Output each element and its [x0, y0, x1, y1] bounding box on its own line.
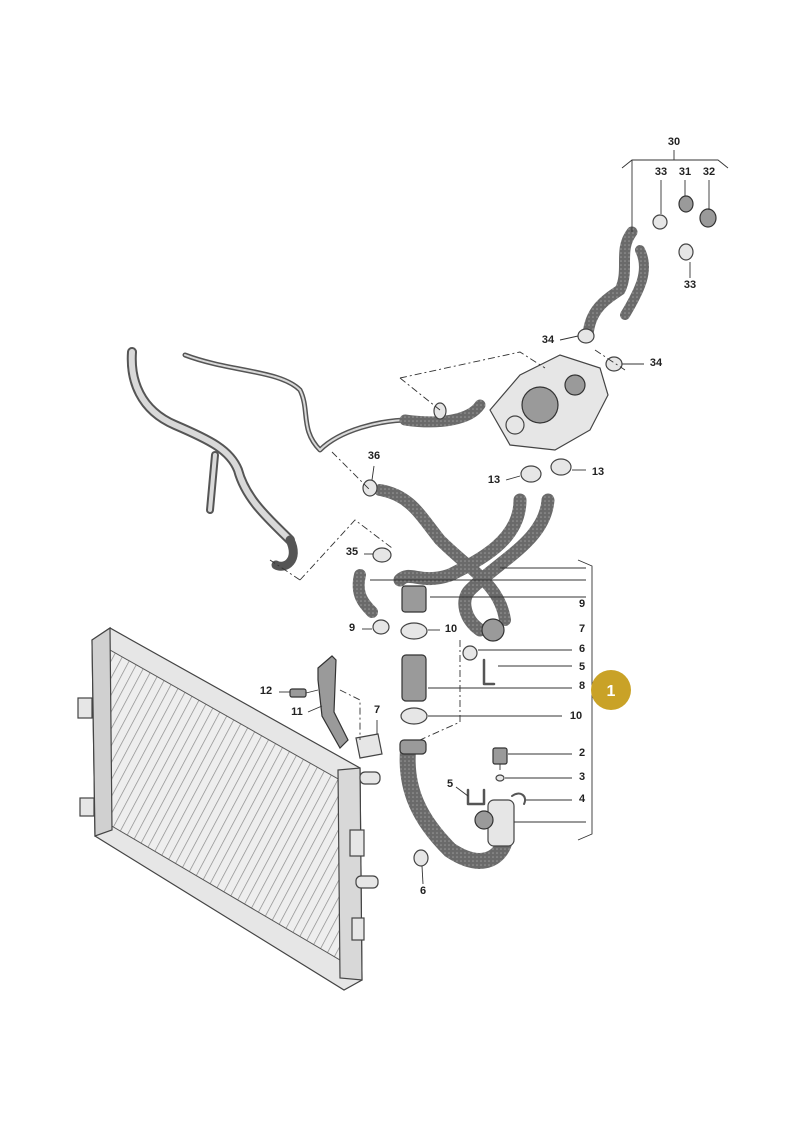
callout-c7a: 7 [374, 704, 380, 716]
callout-c30: 30 [668, 136, 680, 148]
callout-c9b: 9 [579, 598, 585, 610]
callout-c12: 12 [260, 685, 272, 697]
clip-part-7-left [355, 733, 383, 759]
central-connector-stack [399, 585, 428, 755]
radiator [77, 626, 381, 991]
part-number-badge: 1 [591, 670, 631, 710]
callout-c11: 11 [291, 706, 303, 718]
callout-c36: 36 [368, 450, 380, 462]
coolant-hoses [352, 226, 649, 869]
callout-c3: 3 [579, 771, 585, 783]
callout-c8: 8 [579, 680, 585, 692]
callout-c34b: 34 [650, 357, 663, 369]
callout-c13a: 13 [488, 474, 500, 486]
badge-text: 1 [607, 683, 616, 700]
callout-c33b: 33 [684, 279, 696, 291]
callout-c7b: 7 [579, 623, 585, 635]
connector-housing-upper [481, 618, 505, 642]
bolt-part-12 [289, 688, 319, 698]
callout-c9a: 9 [349, 622, 355, 634]
callout-c6a: 6 [579, 643, 585, 655]
clip-part-4 [511, 792, 526, 805]
callout-c10b: 10 [570, 710, 582, 722]
callout-c5b: 5 [447, 778, 453, 790]
callout-c34a: 34 [542, 334, 555, 346]
seal-ring-part-3 [495, 774, 505, 782]
sensor-part-2 [492, 747, 508, 770]
callout-c2: 2 [579, 747, 585, 759]
callout-c6b: 6 [420, 885, 426, 897]
callout-c35: 35 [346, 546, 358, 558]
thermostat-housing [489, 354, 609, 451]
callout-c32: 32 [703, 166, 715, 178]
clip-part-5-upper [482, 658, 496, 686]
callout-c5a: 5 [579, 661, 585, 673]
callout-c4: 4 [579, 793, 586, 805]
callout-c13b: 13 [592, 466, 604, 478]
bracket-part-11 [317, 655, 349, 749]
oring-part-6 [413, 645, 478, 867]
callout-c31: 31 [679, 166, 691, 178]
callout-c10a: 10 [445, 623, 457, 635]
leader-lines [279, 150, 729, 885]
callout-c33a: 33 [655, 166, 667, 178]
connector-housing-lower [474, 799, 515, 847]
dashed-assembly-lines [269, 349, 626, 741]
hose-clamps [362, 195, 717, 635]
clip-part-5-lower [466, 788, 486, 806]
